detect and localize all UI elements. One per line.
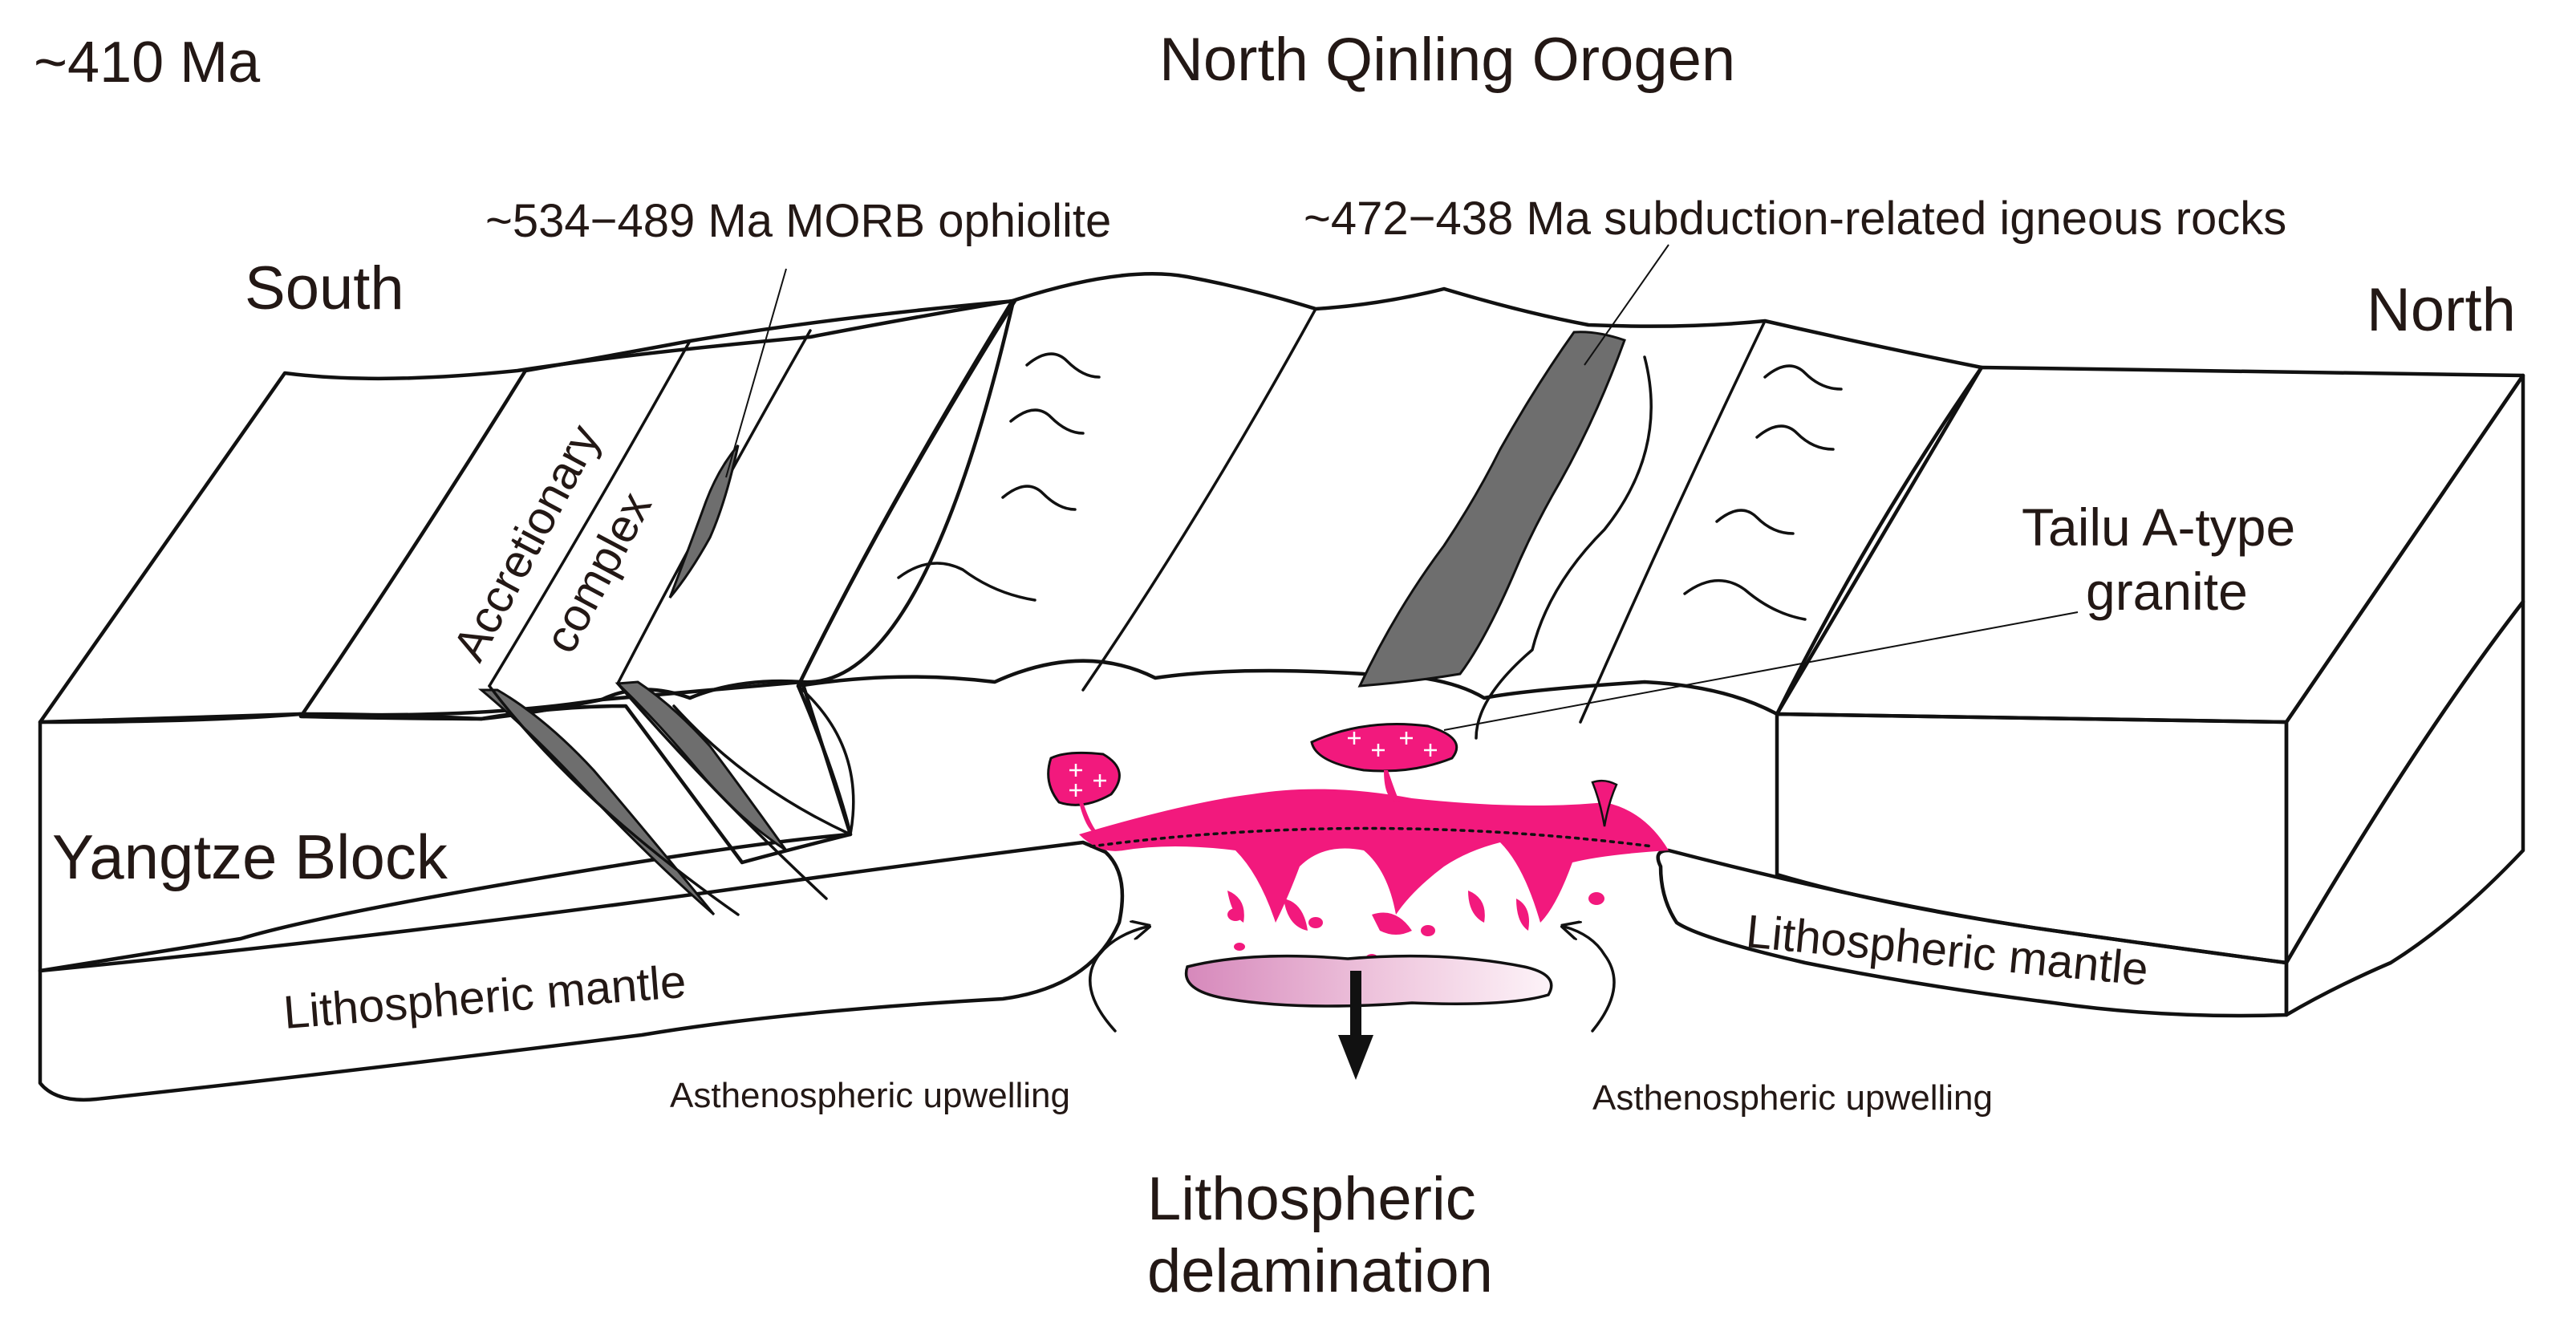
yangtze-label: Yangtze Block — [52, 822, 448, 892]
subduction-label: ~472−438 Ma subduction-related igneous r… — [1304, 193, 2286, 245]
upwelling-label-right: Asthenospheric upwelling — [1592, 1078, 1993, 1118]
south-label: South — [245, 254, 404, 323]
ophiolite-sliver — [668, 444, 740, 599]
right-lithospheric-mantle — [1656, 848, 2289, 1018]
age-label: ~410 Ma — [34, 30, 261, 95]
ophiolite-leader — [725, 268, 787, 478]
orogen-title: North Qinling Orogen — [1159, 26, 1735, 94]
tailu-label-line1: Tailu A-type — [2022, 497, 2295, 557]
center-block — [796, 272, 1984, 740]
magma-body — [1047, 723, 1669, 964]
upwelling-arrow-right — [1564, 927, 1616, 1033]
north-label: North — [2367, 276, 2516, 344]
delaminated-lithosphere — [1184, 954, 1553, 1008]
center-surface — [796, 272, 1984, 716]
subduction-leader — [1584, 244, 1669, 366]
left-lithospheric-mantle — [38, 840, 1125, 1102]
delamination-label-line1: Lithospheric — [1147, 1165, 1476, 1233]
ophiolite-section-2 — [615, 680, 788, 852]
pluton-left — [1047, 751, 1121, 806]
subduction-igneous-band — [1357, 331, 1626, 688]
upwelling-label-left: Asthenospheric upwelling — [670, 1076, 1070, 1115]
delamination-arrow — [1338, 971, 1373, 1080]
mantle-label-left: Lithospheric mantle — [282, 956, 688, 1039]
right-side-mantle — [2284, 599, 2525, 1017]
ophiolite-label: ~534−489 Ma MORB ophiolite — [485, 195, 1111, 247]
delamination-label-line2: delamination — [1147, 1237, 1493, 1305]
right-block-top-surface — [1775, 365, 2525, 724]
upwelling-arrow-left — [1089, 927, 1147, 1033]
pluton-crosses — [1069, 732, 1437, 797]
left-block — [38, 298, 1125, 1102]
magma-sill — [1079, 789, 1669, 923]
tailu-pluton — [1310, 723, 1458, 773]
tailu-leader — [1443, 611, 2079, 731]
tailu-label-line2: granite — [2086, 562, 2248, 621]
accretionary-complex-band — [298, 298, 1017, 865]
right-block — [1656, 365, 2525, 1018]
pluton-right — [1591, 779, 1618, 827]
right-block-side-face — [2284, 373, 2525, 965]
mantle-label-right: Lithospheric mantle — [1744, 905, 2151, 996]
